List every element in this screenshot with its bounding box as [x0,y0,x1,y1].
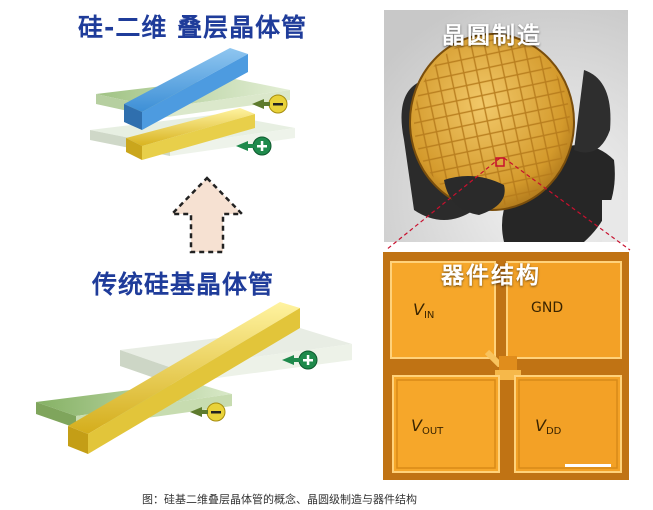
silicon-gate-yellow [68,302,300,454]
bottom-gate-yellow [126,108,255,160]
wafer-title: 晶圆制造 [442,23,542,49]
wafer-photo [384,10,628,242]
wafer-photo-panel: 晶圆制造 [384,10,628,242]
vout-label: VOUT [411,416,444,437]
minus-charge-icon-2 [190,402,226,422]
zoom-guide-lines [385,157,631,251]
vin-label: VIN [413,300,435,321]
stacked-transistor-diagram [90,48,295,160]
device-structure-panel: 器件结构 VIN GND VOUT VDD [383,252,629,480]
figure-caption: 图：硅基二维叠层晶体管的概念、晶圆级制造与器件结构 [142,493,417,506]
conventional-transistor-diagram [36,302,352,454]
top-gate-blue [124,48,248,130]
vdd-label: VDD [535,416,562,437]
minus-charge-icon [252,94,288,114]
stacked-transistor-title: 硅-二维 叠层晶体管 [78,13,308,42]
plus-charge-icon [236,136,272,156]
upgrade-arrow-icon [169,176,245,254]
plus-charge-icon-2 [282,350,318,370]
gnd-label: GND [531,300,564,316]
conventional-transistor-title: 传统硅基晶体管 [92,270,275,299]
device-layout [383,252,629,480]
device-title: 器件结构 [441,263,541,289]
